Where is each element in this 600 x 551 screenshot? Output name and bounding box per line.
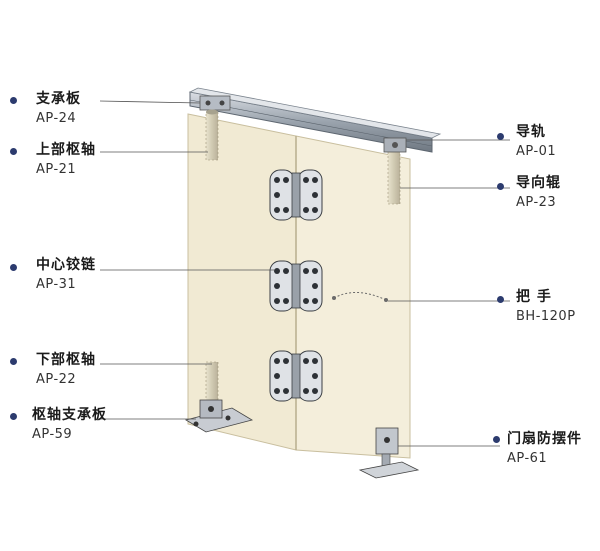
label-handle-name: 把 手 bbox=[516, 289, 552, 305]
bullet-lower-pivot bbox=[10, 358, 17, 365]
label-support-plate: 支承板 AP-24 bbox=[36, 88, 81, 126]
label-track-code: AP-01 bbox=[516, 144, 557, 159]
label-support-plate-name: 支承板 bbox=[36, 91, 81, 107]
bullet-upper-pivot bbox=[10, 148, 17, 155]
guide-roller bbox=[383, 137, 407, 205]
support-plate-bracket bbox=[199, 95, 231, 111]
center-hinge-3 bbox=[269, 350, 323, 402]
label-guide-roller-code: AP-23 bbox=[516, 195, 557, 210]
label-center-hinge-code: AP-31 bbox=[36, 277, 77, 292]
label-center-hinge: 中心铰链 AP-31 bbox=[36, 254, 96, 292]
upper-pivot-pin bbox=[205, 109, 219, 161]
label-guide-roller: 导向辊 AP-23 bbox=[516, 172, 561, 210]
handle-sketch bbox=[332, 292, 388, 302]
bullet-pivot-support-plate bbox=[10, 413, 17, 420]
label-lower-pivot-name: 下部枢轴 bbox=[36, 352, 96, 368]
label-center-hinge-name: 中心铰链 bbox=[36, 257, 96, 273]
label-door-stop-name: 门扇防摆件 bbox=[507, 431, 582, 447]
label-upper-pivot-name: 上部枢轴 bbox=[36, 142, 96, 158]
label-lower-pivot-code: AP-22 bbox=[36, 372, 77, 387]
bullet-support-plate bbox=[10, 97, 17, 104]
label-support-plate-code: AP-24 bbox=[36, 111, 77, 126]
label-track: 导轨 AP-01 bbox=[516, 121, 556, 159]
center-hinge-1 bbox=[269, 169, 323, 221]
center-hinges bbox=[269, 169, 323, 402]
bullet-track bbox=[497, 133, 504, 140]
label-door-stop-code: AP-61 bbox=[507, 451, 548, 466]
bullet-center-hinge bbox=[10, 264, 17, 271]
label-pivot-support-plate: 枢轴支承板 AP-59 bbox=[32, 404, 107, 442]
label-handle: 把 手 BH-120P bbox=[516, 286, 576, 324]
bullet-guide-roller bbox=[497, 183, 504, 190]
bullet-handle bbox=[497, 296, 504, 303]
pivot-support-plate bbox=[184, 399, 254, 433]
center-hinge-2 bbox=[269, 260, 323, 312]
door-stop-bracket bbox=[358, 427, 420, 479]
label-lower-pivot: 下部枢轴 AP-22 bbox=[36, 349, 96, 387]
label-upper-pivot-code: AP-21 bbox=[36, 162, 77, 177]
label-upper-pivot: 上部枢轴 AP-21 bbox=[36, 139, 96, 177]
lower-pivot-pin bbox=[205, 361, 219, 407]
bullet-door-stop bbox=[493, 436, 500, 443]
label-pivot-support-plate-name: 枢轴支承板 bbox=[32, 407, 107, 423]
label-track-name: 导轨 bbox=[516, 124, 546, 140]
leader-lines bbox=[99, 100, 510, 447]
label-handle-code: BH-120P bbox=[516, 309, 576, 324]
label-door-stop: 门扇防摆件 AP-61 bbox=[507, 428, 582, 466]
label-pivot-support-plate-code: AP-59 bbox=[32, 427, 73, 442]
label-guide-roller-name: 导向辊 bbox=[516, 175, 561, 191]
